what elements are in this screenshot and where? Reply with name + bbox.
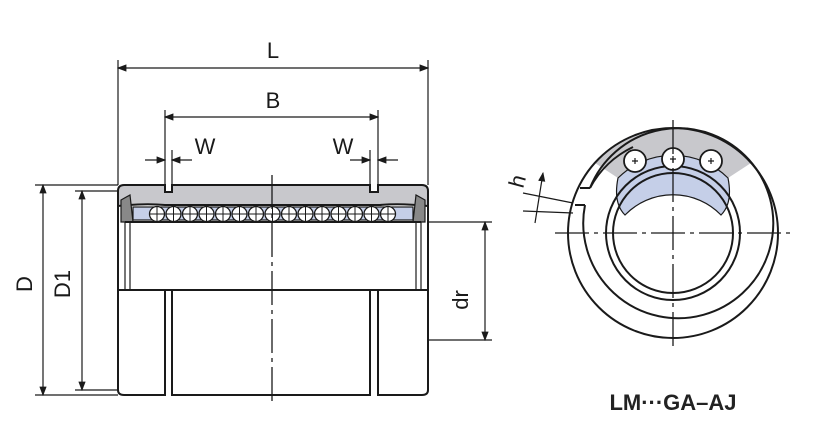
label-D: D (12, 276, 37, 292)
ball-cross (199, 206, 214, 222)
balls-end (623, 147, 723, 173)
ball-cross (380, 206, 396, 222)
label-W-left: W (195, 134, 216, 159)
label-h: h (504, 172, 531, 190)
outer-sleeve (117, 184, 429, 208)
ball-cross (364, 206, 379, 222)
ball-cross (347, 206, 363, 222)
ball-cross (149, 206, 165, 222)
ball-cross (182, 206, 198, 222)
end-view: h (504, 120, 791, 351)
ball-cross (331, 206, 346, 222)
side-view: L B W W D (12, 38, 492, 405)
ball-cross (166, 206, 181, 222)
label-dr: dr (448, 290, 473, 310)
ball-cross (215, 206, 231, 222)
model-name: LM···GA–AJ (609, 390, 736, 415)
label-B: B (266, 88, 281, 113)
ball-cross (281, 206, 297, 222)
label-D1: D1 (50, 270, 75, 298)
label-L: L (267, 38, 279, 63)
ball-cross (314, 206, 330, 222)
label-W-right: W (333, 134, 354, 159)
ball-cross (232, 206, 247, 222)
ball-cross (298, 206, 313, 222)
ball-cross (248, 206, 264, 222)
